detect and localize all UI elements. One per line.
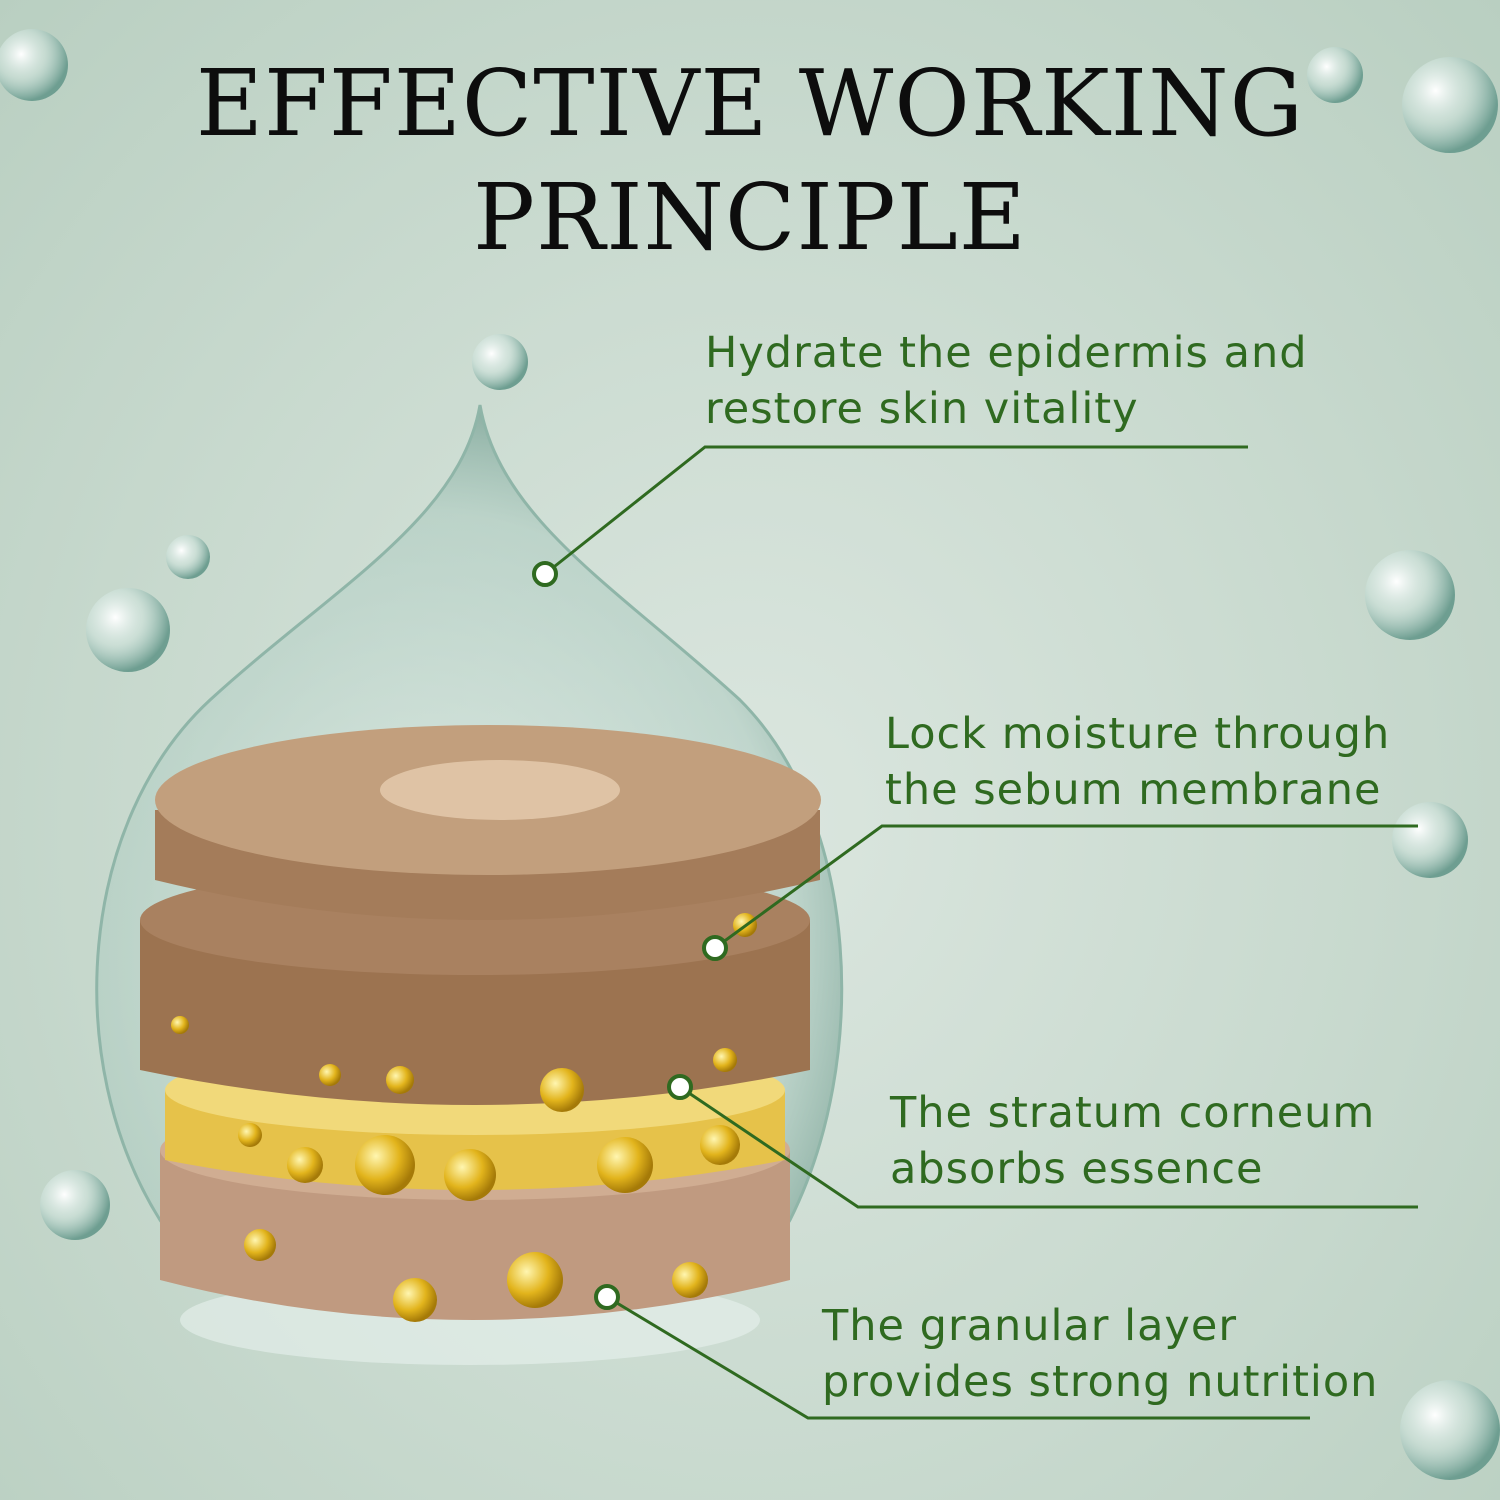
- water-bubbles: [0, 29, 1500, 1480]
- callout-dot: [532, 561, 558, 587]
- callout-text: Lock moisture through: [885, 709, 1391, 759]
- callout-text: provides strong nutrition: [822, 1357, 1379, 1407]
- sebum-layer: [155, 725, 821, 920]
- callout-text: The stratum corneum: [890, 1088, 1376, 1138]
- callout-text: the sebum membrane: [885, 765, 1382, 815]
- title-line-1: EFFECTIVE WORKING: [195, 50, 1305, 157]
- leader-lines: [544, 445, 1418, 1420]
- callout-hydrate: Hydrate the epidermis and restore skin v…: [705, 325, 1308, 437]
- callout-text: The granular layer: [822, 1301, 1237, 1351]
- callout-stratum-corneum: The stratum corneum absorbs essence: [890, 1085, 1375, 1197]
- callout-dot: [667, 1074, 693, 1100]
- callout-text: restore skin vitality: [705, 384, 1139, 434]
- callout-text: Hydrate the epidermis and: [705, 328, 1308, 378]
- callout-granular-layer: The granular layer provides strong nutri…: [822, 1298, 1378, 1410]
- callout-lock-moisture: Lock moisture through the sebum membrane: [885, 706, 1390, 818]
- callout-dot: [702, 935, 728, 961]
- callout-dot: [594, 1284, 620, 1310]
- callout-text: absorbs essence: [890, 1144, 1264, 1194]
- gold-droplets: [171, 913, 757, 1322]
- title-line-2: PRINCIPLE: [473, 164, 1027, 271]
